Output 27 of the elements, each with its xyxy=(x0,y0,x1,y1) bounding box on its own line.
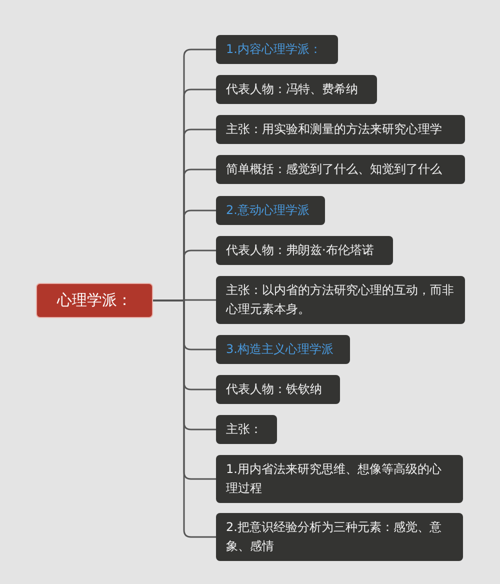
connector-line xyxy=(153,300,216,538)
topic-text: 简单概括：感觉到了什么、知觉到了什么 xyxy=(226,161,442,178)
heading-text: 1.内容心理学派： xyxy=(226,41,322,58)
heading-topic-box xyxy=(216,196,325,225)
topic-text: 代表人物：冯特、费希纳 xyxy=(226,81,358,98)
topic-box xyxy=(216,236,393,265)
topic-box xyxy=(216,75,377,104)
heading-text: 3.构造主义心理学派 xyxy=(226,341,334,358)
topic-box xyxy=(216,115,465,144)
topic-box xyxy=(216,375,340,404)
topic-text: 代表人物：弗朗兹·布伦塔诺 xyxy=(226,242,374,259)
topic-text: 主张：用实验和测量的方法来研究心理学 xyxy=(226,121,442,138)
heading-topic-box xyxy=(216,35,338,64)
root-topic-box xyxy=(36,283,153,318)
heading-topic-box xyxy=(216,335,350,364)
topic-text: 主张： xyxy=(226,421,262,438)
topic-box xyxy=(216,455,463,503)
root-topic-text: 心理学派： xyxy=(57,291,132,310)
topic-box xyxy=(216,276,465,324)
topic-text: 2.把意识经验分析为三种元素：感觉、意象、感情 xyxy=(226,519,442,555)
topic-text: 主张：以内省的方法研究心理的互动，而非心理元素本身。 xyxy=(226,282,455,318)
topic-box xyxy=(216,415,277,444)
heading-text: 2.意动心理学派 xyxy=(226,202,310,219)
topic-text: 代表人物：铁钦纳 xyxy=(226,381,322,398)
topic-box xyxy=(216,155,465,184)
topic-box xyxy=(216,513,463,561)
topic-text: 1.用内省法来研究思维、想像等高级的心理过程 xyxy=(226,461,442,497)
